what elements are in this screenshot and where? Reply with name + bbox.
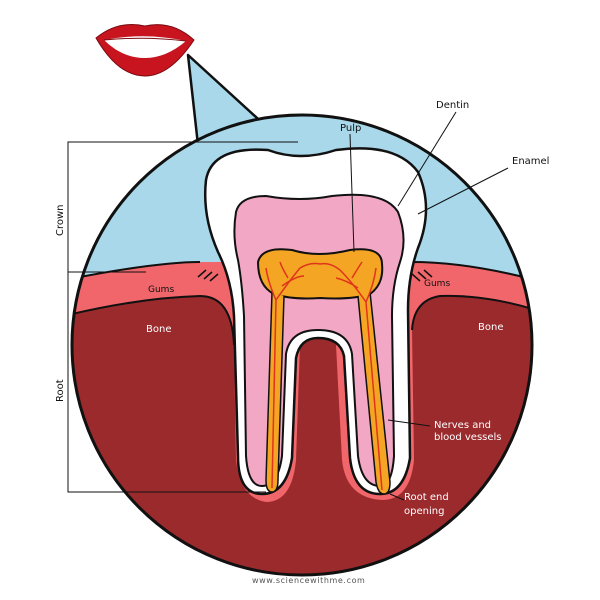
gum-ticks [197, 269, 433, 282]
label-dentin: Dentin [436, 100, 469, 111]
pulp-chamber [256, 248, 384, 300]
diagram-circle-outline [70, 113, 534, 577]
footer-website[interactable]: www.sciencewithme.com [252, 576, 365, 585]
label-nerves-line1: Nerves and [434, 420, 491, 431]
label-pulp: Pulp [340, 123, 361, 134]
label-root-end-line2: opening [404, 506, 444, 517]
label-enamel: Enamel [512, 156, 549, 167]
jaw-bone [72, 295, 532, 575]
lips-icon [95, 24, 195, 77]
leader-lines [349, 111, 509, 501]
label-bone-right: Bone [478, 322, 503, 333]
label-gums-left: Gums [148, 285, 174, 295]
label-root: Root [55, 379, 66, 402]
nerves-and-vessels [265, 261, 383, 491]
label-crown: Crown [55, 204, 66, 236]
left-root-canal [265, 291, 285, 493]
label-gums-right: Gums [424, 279, 450, 289]
label-root-end-line1: Root end [404, 492, 449, 503]
root-bracket [67, 271, 266, 493]
label-nerves-line2: blood vessels [434, 432, 502, 443]
label-bone-left: Bone [146, 324, 171, 335]
